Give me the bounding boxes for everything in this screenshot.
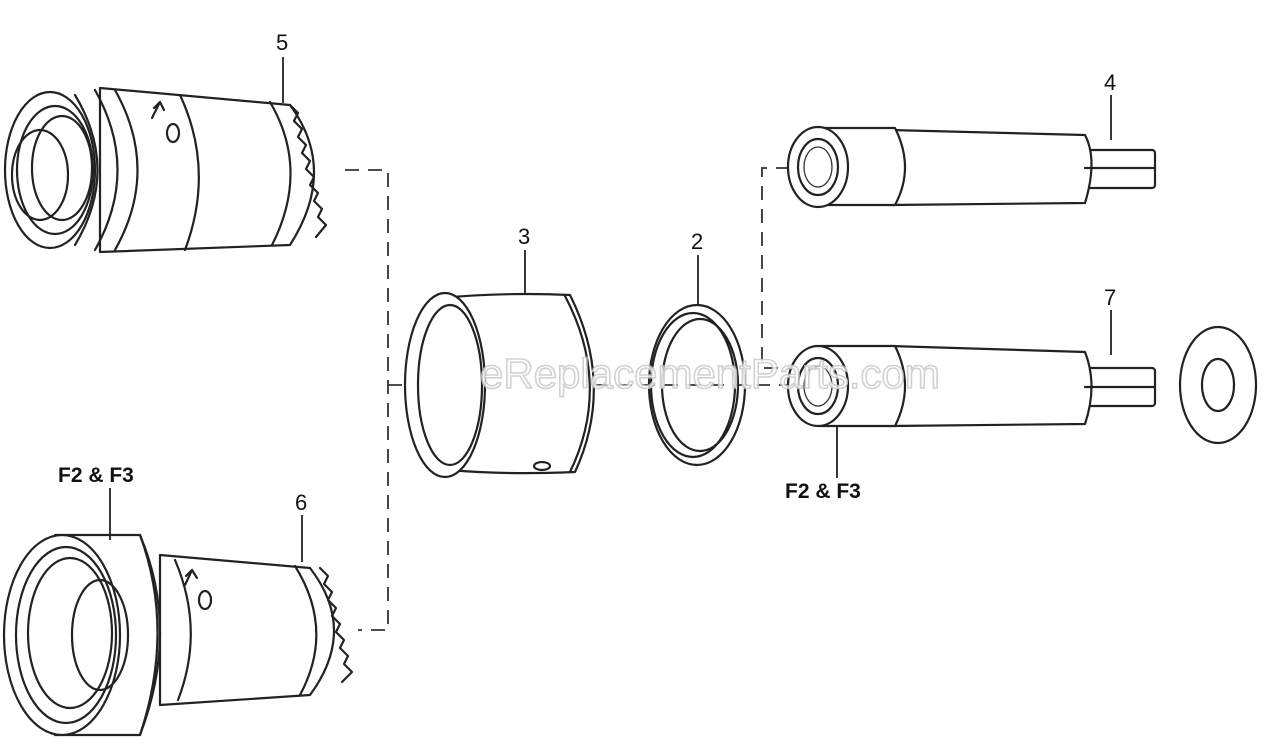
part-label-7: 7 — [1104, 285, 1116, 310]
part-7-shaft[interactable] — [786, 344, 1157, 428]
washer[interactable] — [1178, 325, 1258, 445]
part-label-2: 2 — [691, 229, 703, 254]
variant-note-right: F2 & F3 — [785, 480, 861, 503]
watermark: eReplacementParts.com — [480, 350, 940, 397]
part-label-4: 4 — [1104, 70, 1116, 95]
part-label-6: 6 — [295, 490, 307, 515]
part-6-housing[interactable] — [2, 533, 354, 737]
part-2-ring[interactable] — [647, 303, 747, 467]
part-4-shaft[interactable] — [786, 125, 1157, 209]
variant-note-left: F2 & F3 — [58, 464, 134, 487]
part-5-housing[interactable] — [3, 86, 328, 254]
leader-lines — [109, 57, 1112, 562]
part-label-3: 3 — [518, 224, 530, 249]
part-label-5: 5 — [276, 30, 288, 55]
part-3-sleeve[interactable] — [403, 291, 595, 479]
